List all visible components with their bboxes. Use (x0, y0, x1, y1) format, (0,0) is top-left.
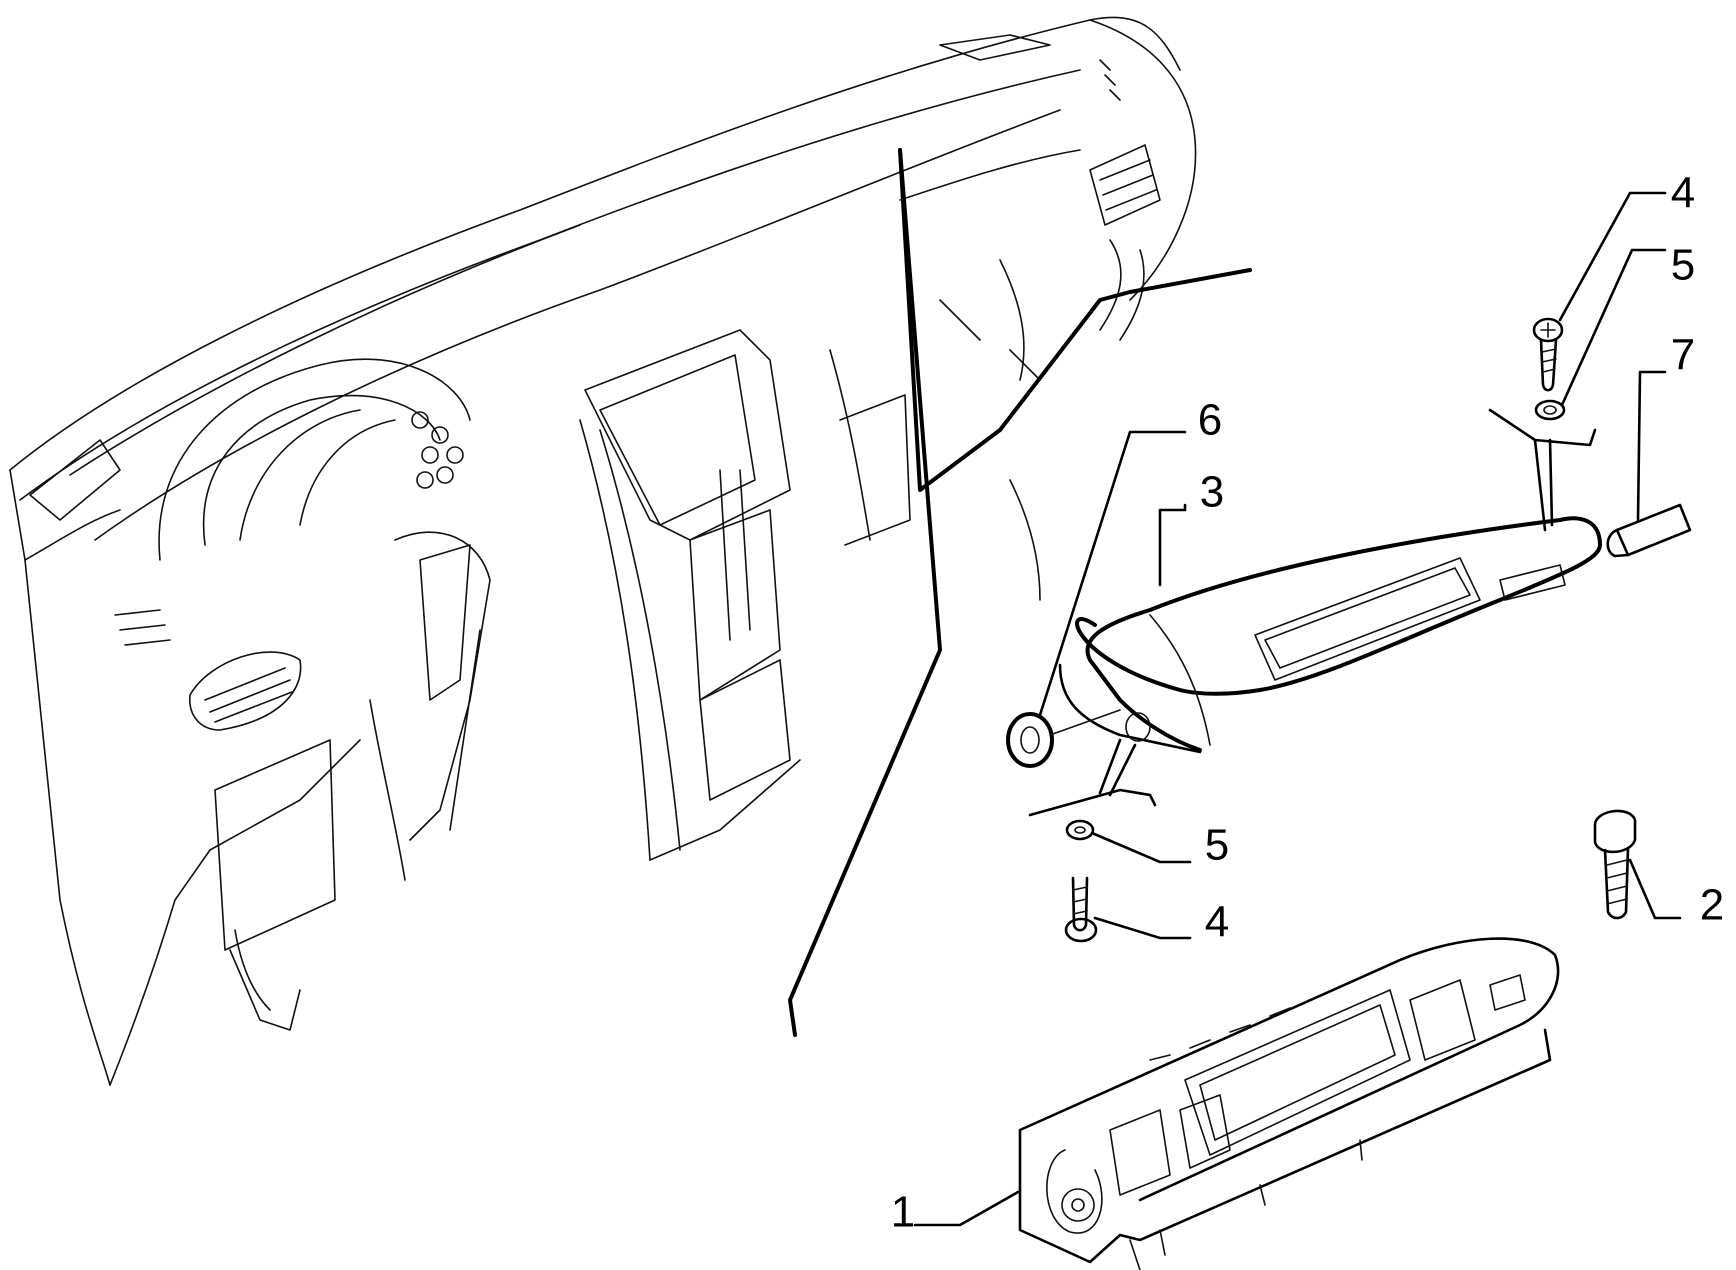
instrument-cluster-part-1 (1018, 937, 1560, 1270)
callout-5-bottom: 5 (1205, 821, 1229, 870)
assembly-guides (1028, 408, 1597, 817)
washer-part-5-bottom (1065, 819, 1095, 841)
callout-7: 7 (1671, 331, 1695, 380)
bolt-part-2 (1593, 809, 1637, 920)
cluster-cover-part-3 (1058, 516, 1602, 754)
cut-lines (788, 148, 1252, 1037)
callout-5-top: 5 (1671, 241, 1695, 290)
callout-1: 1 (891, 1188, 915, 1237)
screw-part-4-bottom (1064, 876, 1098, 943)
washer-part-5-top (1534, 399, 1566, 421)
dashboard-assembly (9, 16, 1197, 1086)
screw-part-4-top (1532, 317, 1564, 392)
callout-4-bottom: 4 (1205, 898, 1229, 947)
callout-leaders (913, 191, 1682, 1227)
callout-labels: 4 5 7 6 3 5 4 2 1 (891, 169, 1724, 1237)
callout-2: 2 (1700, 881, 1724, 930)
bulb-holder-part-6 (1006, 712, 1054, 768)
callout-3: 3 (1200, 468, 1224, 517)
callout-4-top: 4 (1671, 169, 1695, 218)
callout-6: 6 (1198, 396, 1222, 445)
lamp-part-7 (1606, 503, 1692, 558)
